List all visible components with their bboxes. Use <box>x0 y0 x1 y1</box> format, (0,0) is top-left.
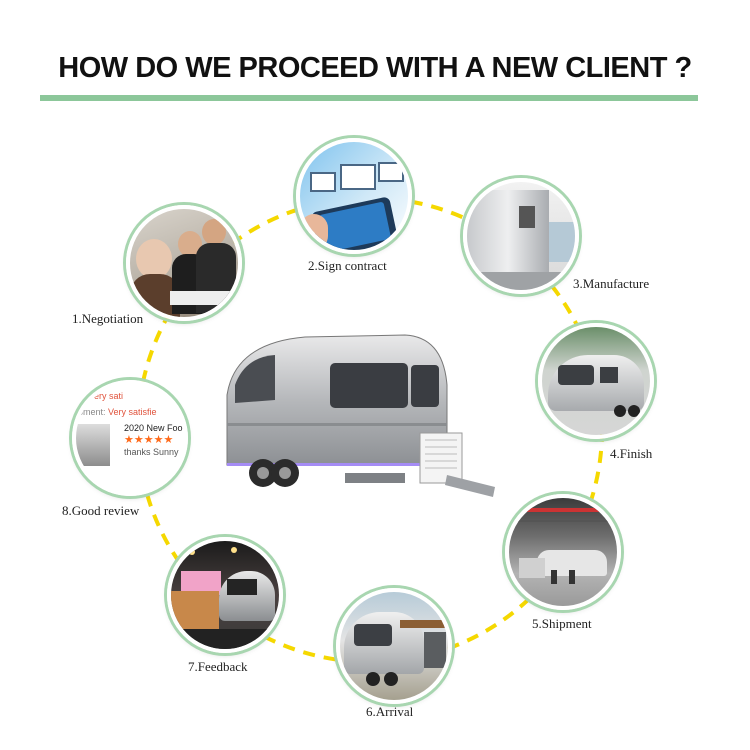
step-7-label: 7.Feedback <box>188 659 248 674</box>
step-3-label: 3.Manufacture <box>573 276 650 291</box>
step-1-label: 1.Negotiation <box>72 311 144 326</box>
review-comment: thanks Sunny <box>124 447 179 457</box>
title-underline <box>40 95 698 101</box>
step-1-negotiation-photo <box>126 205 242 321</box>
review-field-label: e: <box>76 391 84 401</box>
step-4-label: 4.Finish <box>610 446 653 461</box>
step-4-finish-photo <box>538 323 654 439</box>
step-8-label: 8.Good review <box>62 503 140 518</box>
step-6-arrival-photo <box>336 588 452 704</box>
review-value-2: Very satisfie <box>108 407 157 417</box>
page-title: HOW DO WE PROCEED WITH A NEW CLIENT ? <box>58 52 692 84</box>
step-8-good-review-photo: e: Very sati ipment: Very satisfie 2020 … <box>72 380 188 496</box>
step-2-label: 2.Sign contract <box>308 258 387 273</box>
center-trailer-image <box>215 325 505 515</box>
step-7-feedback-photo <box>167 537 283 653</box>
step-6-label: 6.Arrival <box>366 704 414 719</box>
step-2-sign-contract-photo <box>296 138 412 254</box>
step-3-manufacture-photo <box>463 178 579 294</box>
step-5-shipment-photo <box>505 494 621 610</box>
review-product-title: 2020 New Foo <box>124 423 183 433</box>
step-5-label: 5.Shipment <box>532 616 592 631</box>
review-stars: ★★★★★ <box>124 434 174 446</box>
review-value: Very sati <box>88 391 124 401</box>
review-field-label-2: ipment: <box>76 407 106 417</box>
